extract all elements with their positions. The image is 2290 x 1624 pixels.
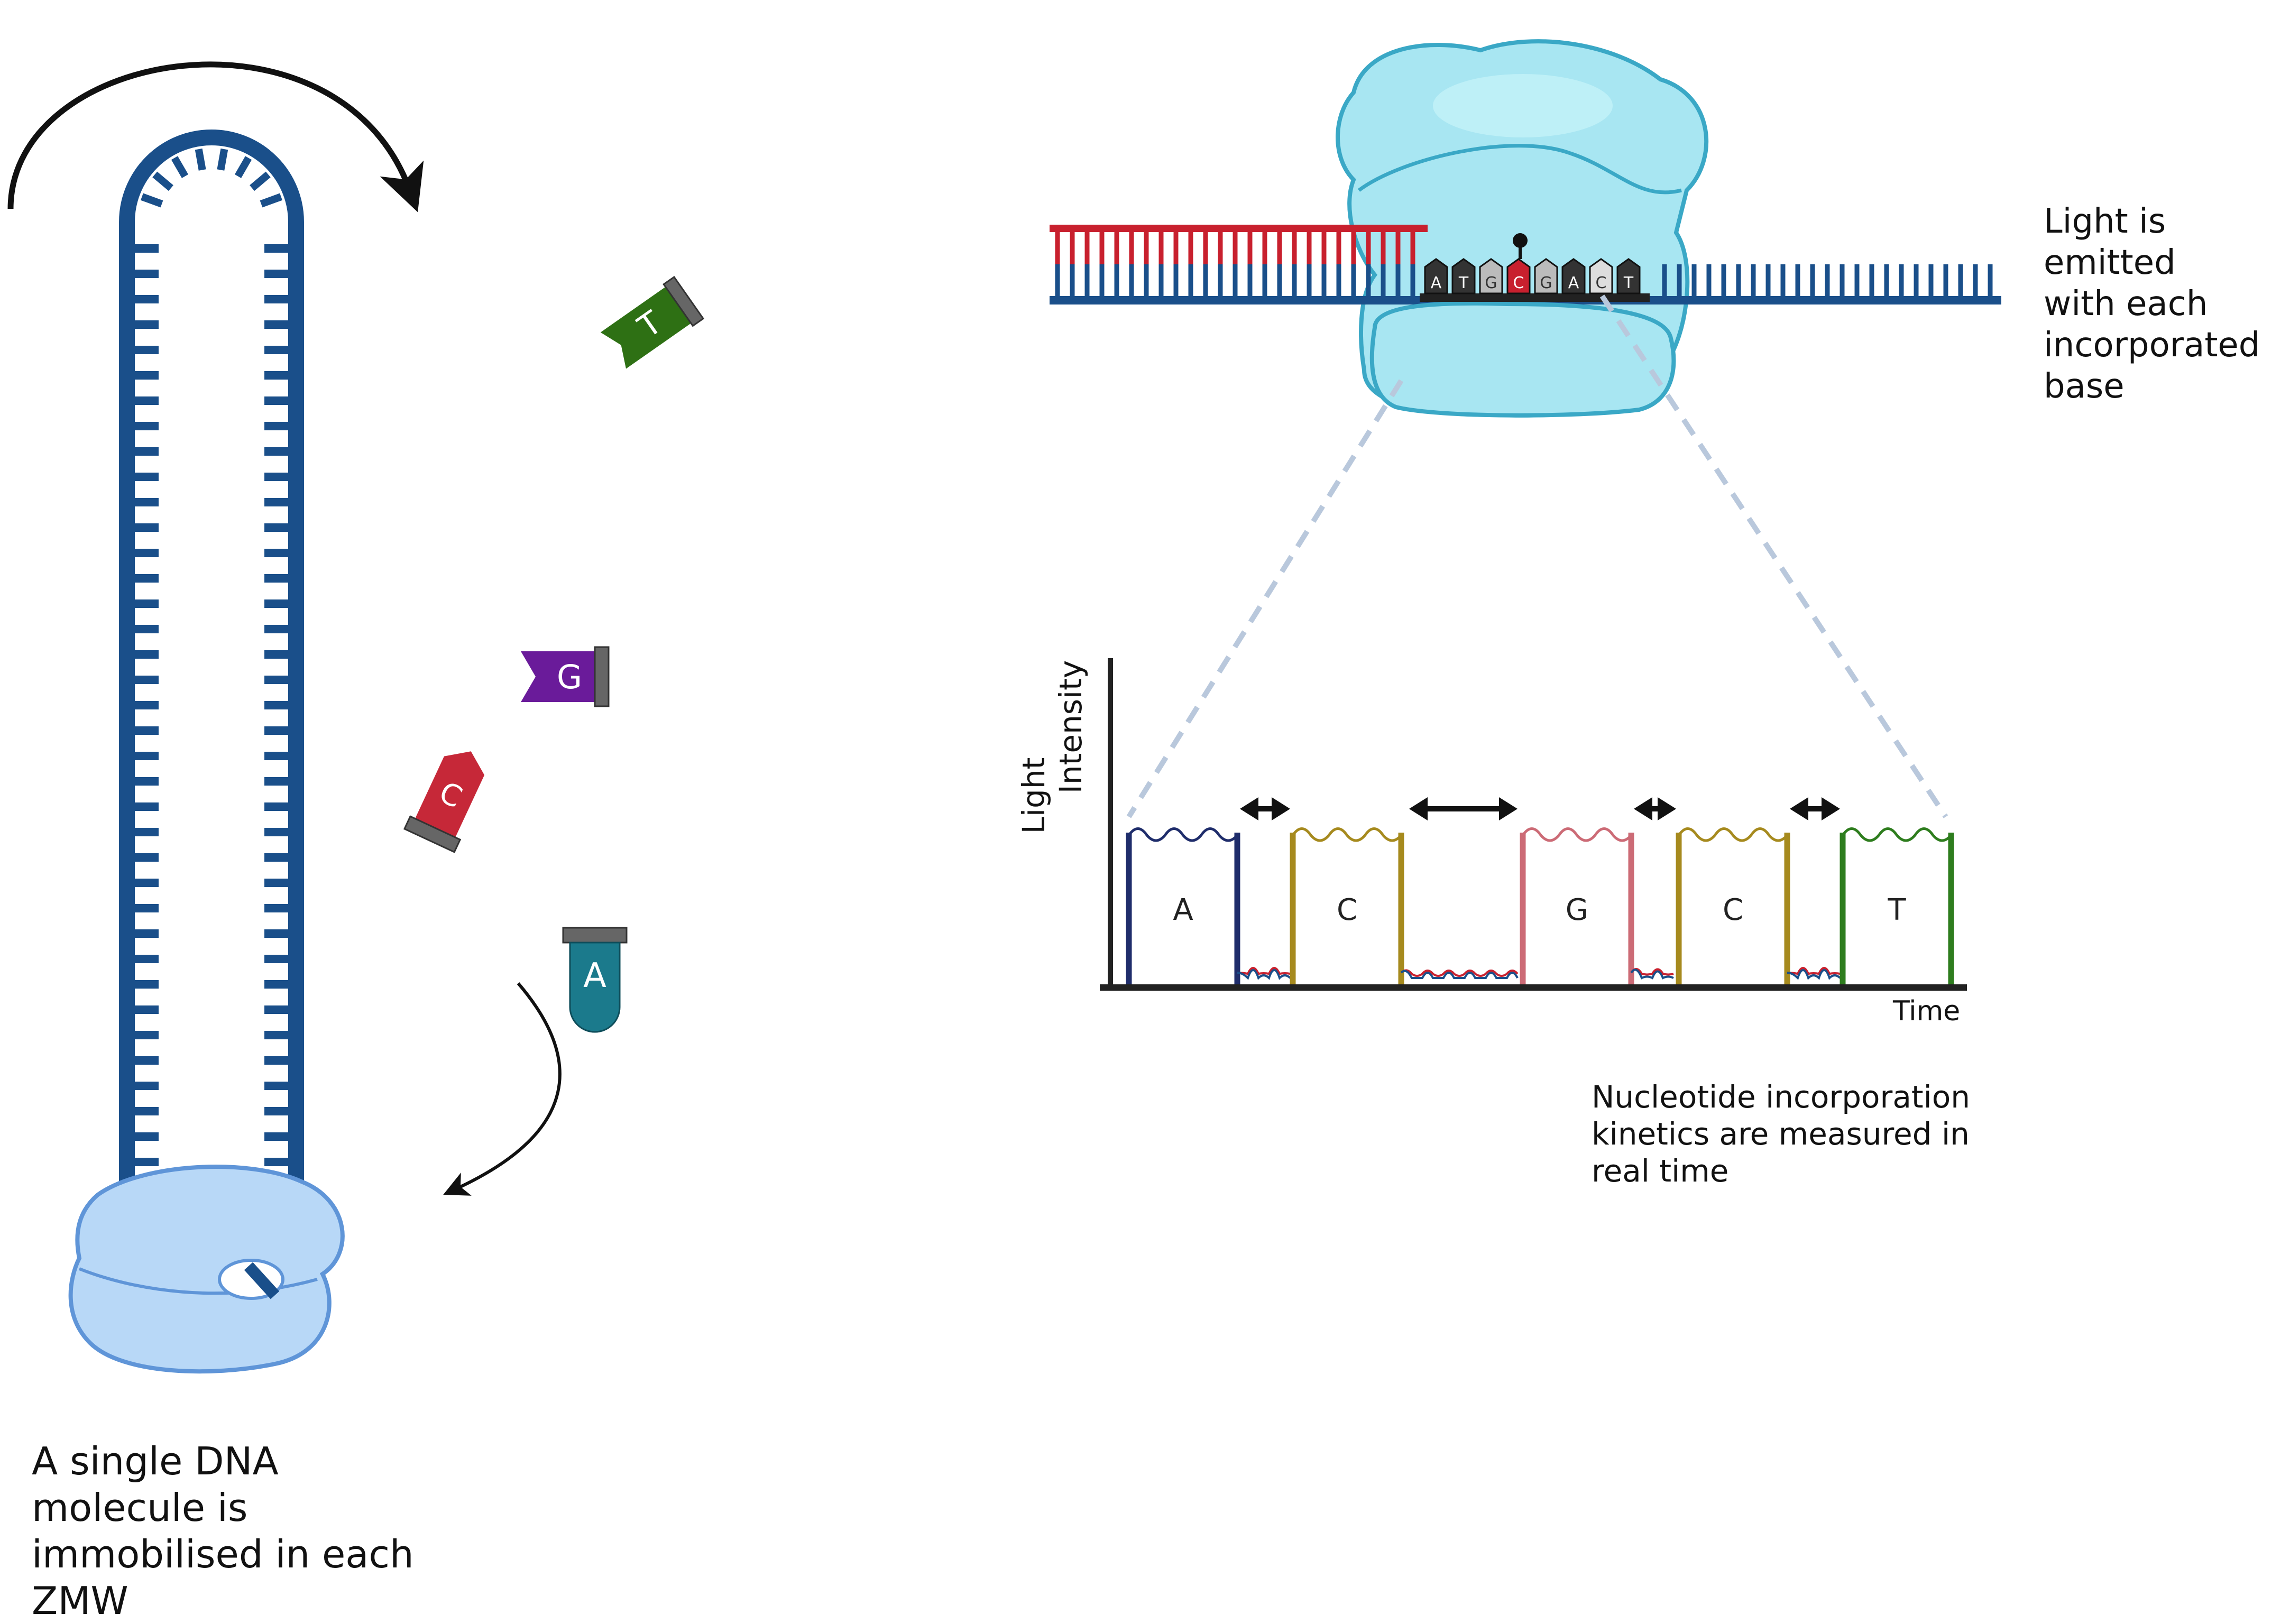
pulse-c: C — [1676, 827, 1841, 984]
rotation-arrow — [7, 61, 424, 213]
active-base-letter: G — [1540, 274, 1552, 292]
active-base-letter: A — [1431, 274, 1442, 292]
interpulse-interval-arrow — [1240, 797, 1290, 820]
pulse-label: A — [1173, 893, 1193, 927]
immobilised-polymerase — [68, 1165, 345, 1374]
pulse-label: G — [1566, 893, 1588, 927]
zoom-line-right — [1599, 294, 1948, 818]
polymerase-front — [1369, 301, 1676, 418]
caption-light-emitted: Light is emitted with each incorporated … — [2044, 202, 2260, 406]
active-base-c: C — [1506, 258, 1531, 294]
hairpin-base-pairs — [135, 148, 288, 1192]
interpulse-interval-arrow — [1409, 797, 1518, 820]
pulse-label: T — [1887, 893, 1906, 927]
caption-immobilised: A single DNA molecule is immobilised in … — [32, 1439, 414, 1623]
active-base-letter: T — [1458, 274, 1469, 292]
active-base-g: G — [1534, 258, 1558, 294]
hairpin-dna — [119, 130, 304, 1232]
active-base-c: C — [1589, 258, 1613, 294]
primer-strand — [1050, 225, 1428, 264]
active-base-letter: G — [1485, 274, 1497, 292]
interpulse-interval-arrow — [1790, 797, 1840, 820]
pulse-label: C — [1723, 893, 1743, 927]
pulse-label: C — [1337, 893, 1357, 927]
nucleotide-a-letter: A — [583, 956, 606, 995]
active-base-a: A — [1424, 258, 1448, 294]
active-base-t: T — [1451, 258, 1476, 294]
pulse-a: A — [1126, 827, 1291, 984]
active-base-letter: C — [1513, 274, 1524, 292]
active-base-letter: A — [1568, 274, 1579, 292]
nucleotide-t: T — [600, 275, 705, 369]
pulse-t: T — [1840, 827, 1954, 984]
active-base-letter: T — [1623, 274, 1634, 292]
active-base-letter: C — [1596, 274, 1607, 292]
nucleotide-a: A — [562, 927, 628, 1033]
active-base-t: T — [1616, 258, 1641, 294]
incorporation-arrow — [443, 982, 562, 1196]
caption-kinetics: Nucleotide incorporation kinetics are me… — [1592, 1079, 1970, 1189]
y-axis-label-line2: Intensity — [1053, 660, 1089, 793]
pulse-c: C — [1290, 827, 1519, 984]
nucleotide-c: C — [403, 751, 485, 853]
x-axis-label: Time — [1892, 995, 1960, 1027]
active-base-a: A — [1561, 258, 1586, 294]
interpulse-interval-arrow — [1634, 797, 1676, 820]
light-trace-plot: Light Intensity Time A C G C T — [1016, 658, 1967, 1027]
active-base-g: G — [1479, 258, 1503, 294]
pulse-g: G — [1520, 827, 1674, 984]
y-axis-label-line1: Light — [1016, 758, 1052, 834]
nucleotide-g: G — [521, 646, 610, 707]
zoom-line-left — [1126, 379, 1404, 818]
nucleotide-g-letter: G — [557, 658, 582, 696]
